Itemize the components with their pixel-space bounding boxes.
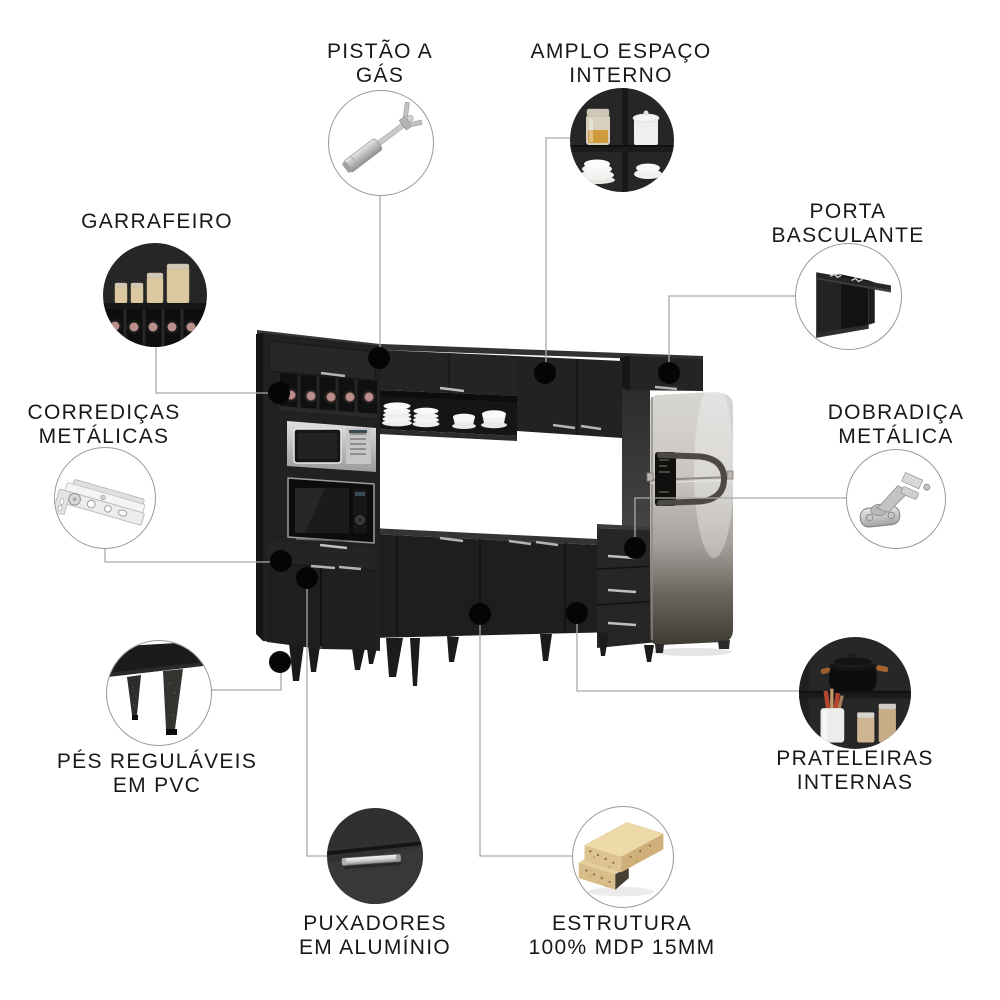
internal-shelves-icon: [799, 637, 911, 749]
connector-prateleiras: [576, 613, 799, 692]
flip-up-door-icon: [816, 272, 891, 338]
connector-lines: [104, 137, 846, 857]
metal-hinge-icon: [859, 472, 931, 528]
adjustable-feet-icon: [107, 641, 211, 735]
white-dishes: [382, 402, 507, 429]
bottle-corks: [108, 319, 198, 334]
callout-circle-garrafeiro: [103, 243, 207, 347]
callout-circle-prateleiras: [799, 637, 911, 749]
drawer-slide-icon: [55, 479, 146, 526]
top-board: [583, 822, 664, 873]
callout-circle-puxadores: [327, 808, 423, 904]
fridge-handle: [657, 452, 728, 506]
callout-label-garrafeiro: GARRAFEIRO: [81, 210, 233, 233]
callout-circle-porta: [795, 243, 902, 350]
oven: [287, 477, 375, 544]
left-tower: [256, 333, 380, 651]
bottle-rack-icon: [103, 243, 207, 347]
glass-jar: [586, 108, 610, 145]
right-foot: [163, 669, 183, 735]
handle-bar: [341, 854, 402, 870]
callout-circle-estrutura: [572, 806, 674, 908]
upper-cabinet-left: [380, 350, 517, 396]
connector-corredicas: [104, 547, 281, 563]
drawer-unit: [596, 524, 659, 648]
connector-dobradica: [634, 497, 846, 548]
callout-circle-amplo: [570, 88, 674, 192]
black-pot: [820, 653, 889, 691]
utensil-cup: [820, 688, 845, 743]
connector-porta: [668, 295, 795, 373]
refrigerator: [646, 382, 734, 656]
bottom-board: [578, 858, 629, 890]
cabinet-top-edge: [380, 344, 703, 361]
connector-puxadores: [306, 578, 327, 857]
fridge-side-panel: [622, 358, 650, 560]
mdp-board-icon: [578, 822, 664, 897]
connector-amplo: [545, 137, 570, 373]
cabinet-legs: [289, 632, 654, 686]
wine-rack: [280, 373, 377, 418]
aluminum-handle-icon: [327, 808, 423, 904]
white-canister: [632, 110, 660, 145]
anchor-dots: [268, 347, 680, 673]
open-shelf: [378, 390, 517, 441]
tilting-door: [816, 272, 891, 291]
cabinet-interior-icon: [570, 88, 674, 192]
callout-circle-corredicas: [54, 447, 156, 549]
spice-jars: [857, 703, 896, 743]
connector-garrafeiro: [155, 347, 279, 394]
callout-circle-pes: [106, 640, 212, 746]
left-foot: [127, 675, 141, 720]
callout-circle-pistao: [328, 90, 434, 196]
gas-piston-icon: [342, 101, 423, 173]
callout-circle-dobradica: [846, 449, 946, 549]
microwave: [287, 421, 376, 472]
connector-estrutura: [479, 614, 572, 857]
